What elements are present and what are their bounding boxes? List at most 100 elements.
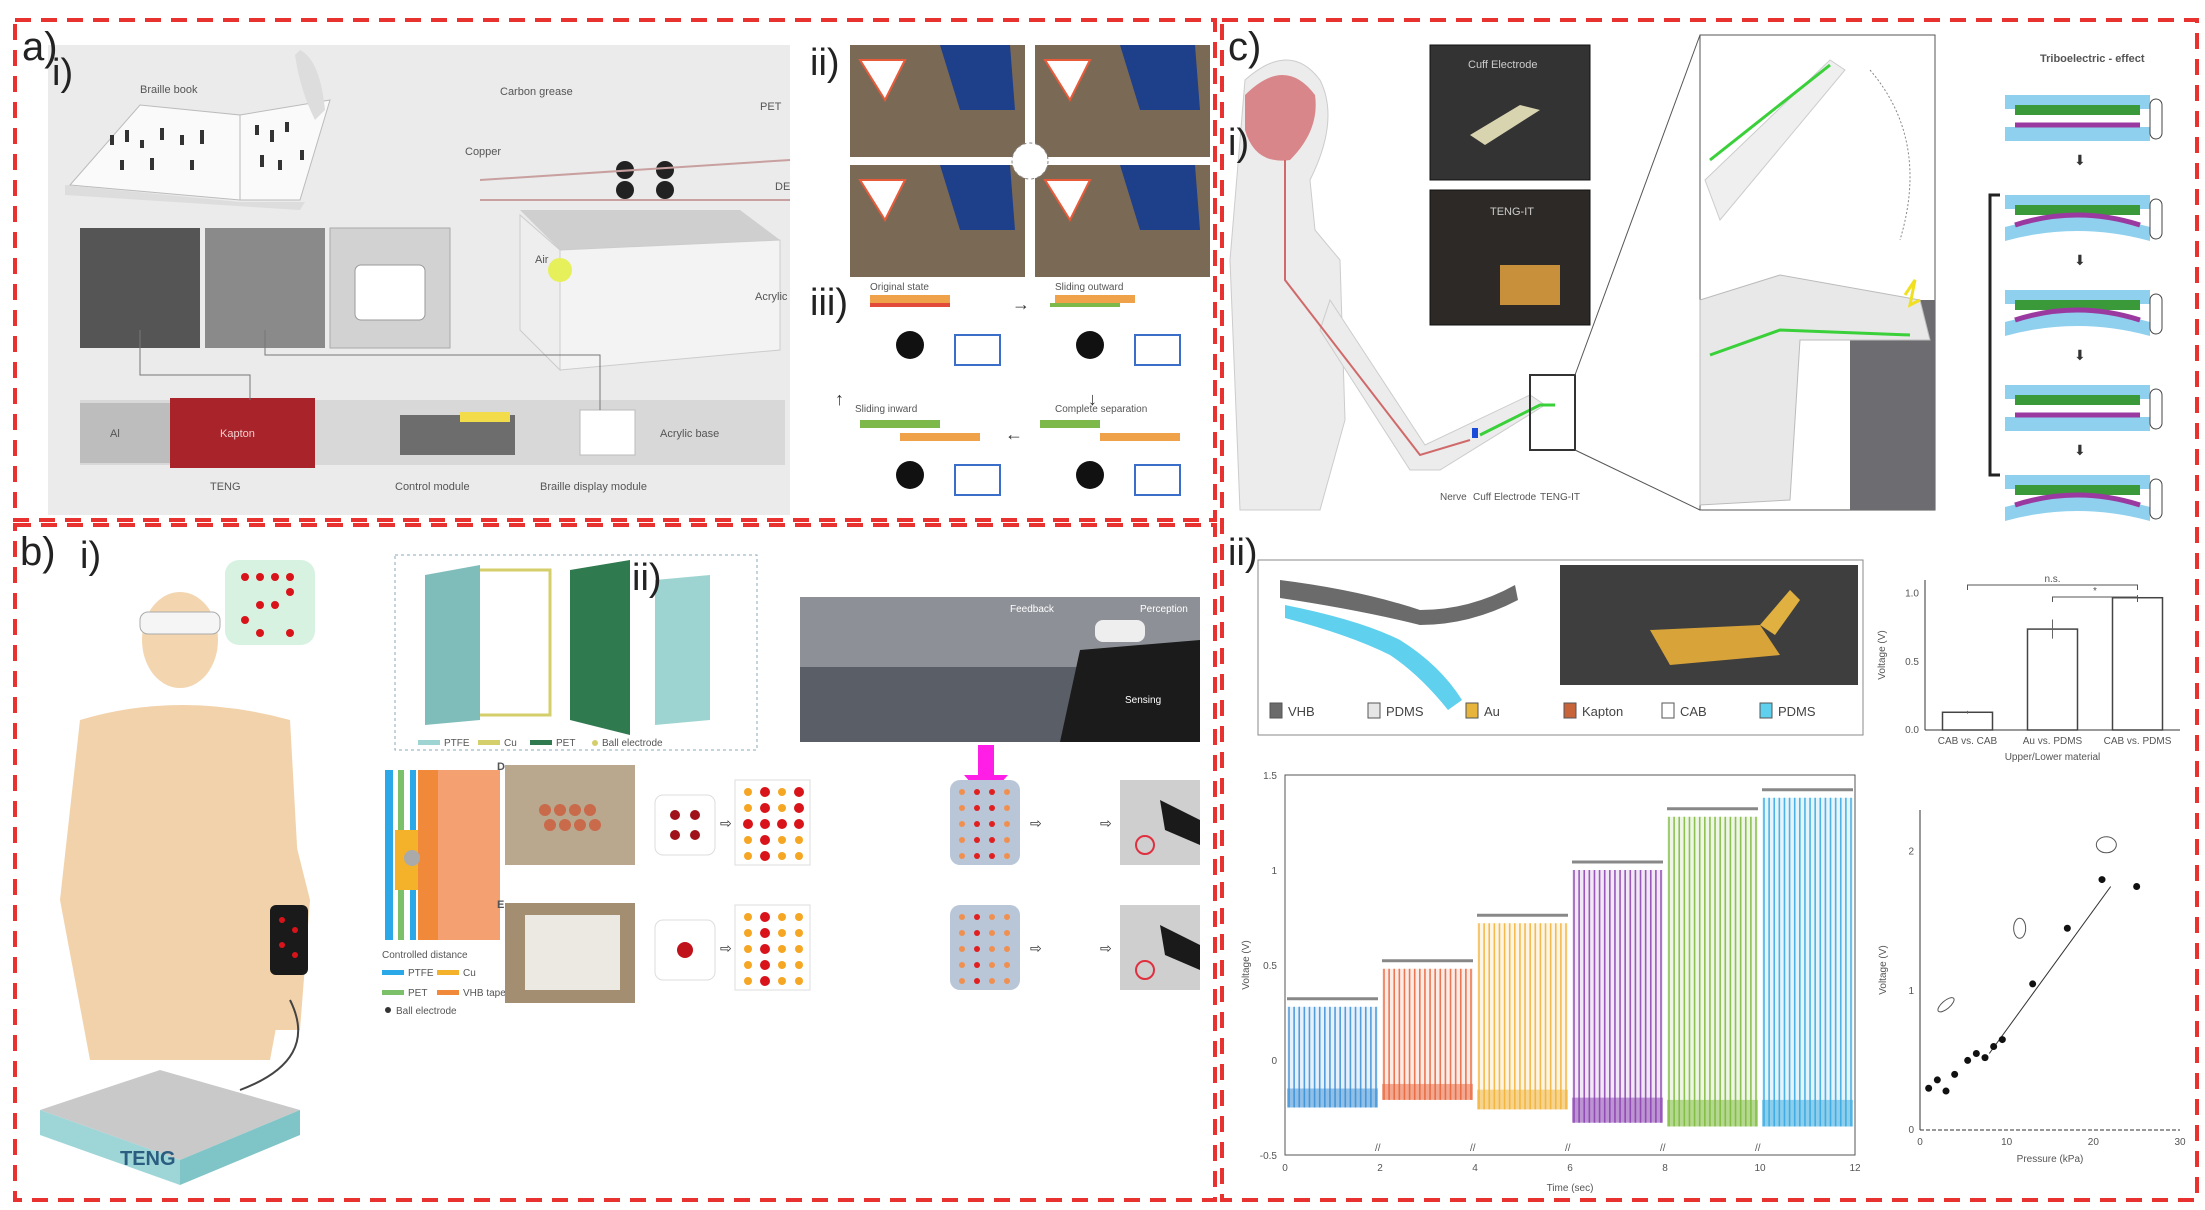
label-teng: TENG: [210, 481, 241, 493]
label-braille-display-module: Braille display module: [540, 481, 647, 493]
pattern-dot: [777, 819, 787, 829]
axis-break-icon: //: [1565, 1143, 1571, 1154]
axis-break-icon: //: [1375, 1143, 1381, 1154]
down-arrow-icon: ⬇: [2074, 347, 2086, 363]
x-tick-label: 12: [1849, 1163, 1861, 1174]
acrylic-actuator-illustration: [479, 159, 791, 372]
hand-icon: [2095, 836, 2117, 854]
finger-illustration: [1699, 59, 1935, 510]
cycle-bracket: [1988, 193, 2000, 477]
photo-tag: Sensing: [1125, 695, 1161, 706]
down-arrow-icon: ⬇: [2074, 442, 2086, 458]
significance-label: *: [2093, 586, 2097, 597]
cuff-electrode-photo-title: Cuff Electrode: [1468, 59, 1538, 71]
label-al: Al: [110, 428, 120, 440]
label-acrylic-base: Acrylic base: [660, 428, 719, 440]
pattern-dot: [743, 819, 753, 829]
data-point: [1925, 1084, 1933, 1092]
armband-dot: [1004, 837, 1010, 843]
panel-a-ii-label: ii): [810, 42, 840, 84]
tribo-purple-layer: [2014, 212, 2141, 228]
exploded-layers: [425, 560, 710, 735]
drawn-circle: [1135, 960, 1155, 980]
armband-dot: [989, 853, 995, 859]
data-point: [1951, 1070, 1959, 1078]
armband-dot: [1004, 978, 1010, 984]
legend-label: Kapton: [1582, 704, 1623, 719]
sem-image-1: [80, 228, 200, 348]
writing-arm: [1160, 800, 1200, 845]
pattern-dot: [794, 803, 804, 813]
y-tick-label: 2: [1908, 847, 1914, 858]
x-tick-label: 10: [1754, 1163, 1766, 1174]
zoom-line: [1574, 449, 1701, 511]
finger-icon: [1937, 997, 1955, 1013]
pattern-dot: [760, 912, 770, 922]
armband-dot: [959, 962, 965, 968]
signal-dense-band: [1287, 1088, 1378, 1108]
panel-a-i-label: i): [52, 52, 73, 94]
pattern-dot: [795, 961, 803, 969]
pattern-dot: [760, 819, 770, 829]
x-tick-label: 0: [1282, 1163, 1288, 1174]
panel-c-frame: [1220, 18, 2199, 1202]
svg-text:→: →: [1012, 294, 1030, 314]
label-carbon-grease: Carbon grease: [500, 86, 573, 98]
armband-dot: [989, 837, 995, 843]
tribo-bottom-layer: [2005, 127, 2150, 141]
pattern-dot: [744, 913, 752, 921]
x-axis-label: Upper/Lower material: [2005, 752, 2101, 763]
armband-dot: [989, 805, 995, 811]
tribo-green-layer: [2015, 105, 2140, 115]
legend-swatch: [1661, 702, 1675, 719]
down-arrow-icon: ⬇: [2074, 152, 2086, 168]
device-layer-schematic: [1280, 580, 1518, 710]
legend-swatch: [1563, 702, 1577, 719]
photo-d-electrodes: [539, 804, 601, 831]
signal-dense-band: [1572, 1097, 1663, 1123]
armband-dot: [989, 962, 995, 968]
pattern-dot: [760, 944, 770, 954]
pattern-dot: [795, 836, 803, 844]
y-tick-label: -0.5: [1260, 1151, 1278, 1162]
cuff-electrode-object: [1470, 105, 1540, 145]
pattern-dot: [795, 929, 803, 937]
y-tick-label: 0.5: [1905, 657, 1919, 668]
x-tick-label: CAB vs. PDMS: [2104, 736, 2172, 747]
zoom-line: [1574, 34, 1701, 376]
pattern-dot: [744, 961, 752, 969]
legend-label: PET: [408, 988, 427, 999]
pattern-dot: [744, 804, 752, 812]
teng-pad-illustration: [40, 1070, 300, 1185]
tribo-circuit: [2149, 198, 2163, 240]
signal-envelope: [1667, 816, 1758, 1127]
panel-c-label: c): [1228, 25, 1261, 69]
svg-text:←: ←: [1005, 424, 1023, 444]
label-nerve: Nerve: [1440, 492, 1467, 503]
device-photo-tab: [1760, 590, 1800, 635]
y-axis-label: Voltage (V): [1241, 940, 1252, 989]
data-point: [1981, 1054, 1989, 1062]
armband-dot: [974, 821, 980, 827]
state-complete-separation: Complete separation: [1055, 404, 1147, 415]
data-point: [1998, 1036, 2006, 1044]
y-tick-label: 0: [1908, 1125, 1914, 1136]
y-tick-label: 1.5: [1263, 771, 1277, 782]
x-tick-label: 2: [1377, 1163, 1383, 1174]
cross-section-diagram: [385, 770, 500, 940]
y-axis-label: Voltage (V): [1877, 630, 1888, 679]
drawn-circle: [1135, 835, 1155, 855]
y-axis-label: Voltage (V): [1878, 945, 1889, 994]
flow-arrow-icon: ⇨: [720, 815, 732, 831]
photo-e-label: E: [497, 899, 504, 911]
bar: [2111, 596, 2164, 731]
armband-dot: [974, 914, 980, 920]
tribo-green-layer: [2015, 205, 2140, 215]
down-arrow-icon: ⬇: [2074, 252, 2086, 268]
x-tick-label: 0: [1917, 1137, 1923, 1148]
sequence-photos: [850, 45, 1210, 277]
data-point: [1990, 1043, 1998, 1051]
